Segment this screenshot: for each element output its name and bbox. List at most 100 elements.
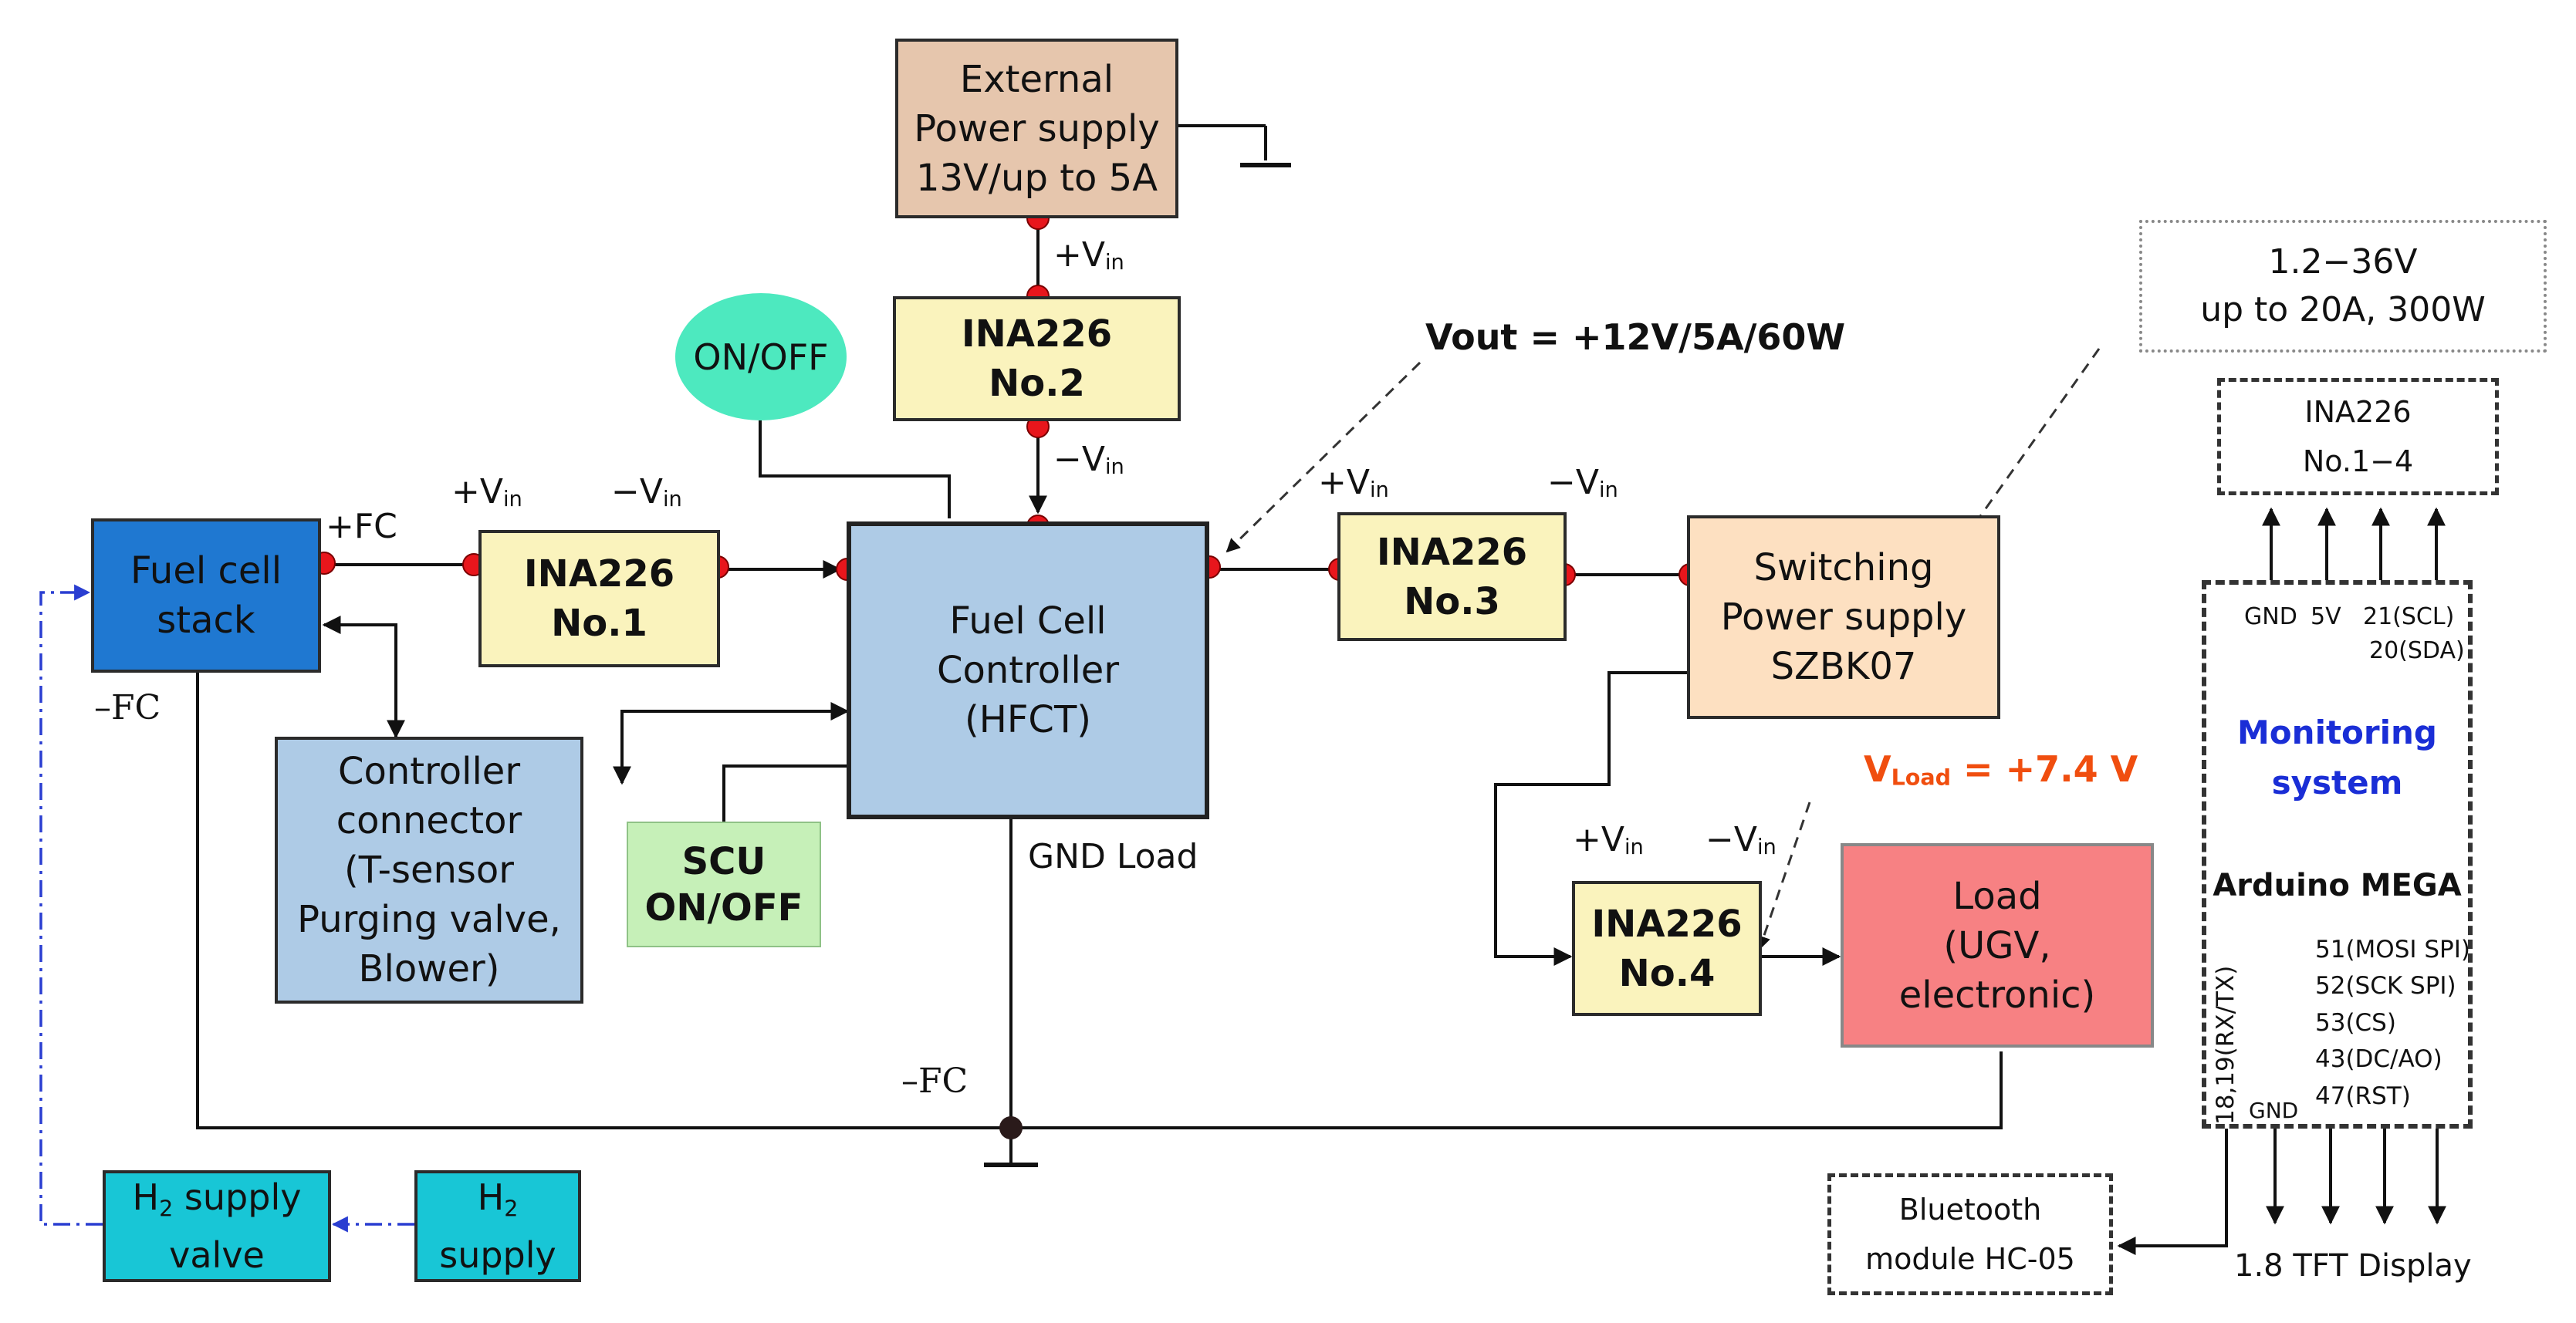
pin-rst: 47(RST) [2315,1082,2411,1110]
ina4-line-1: INA226 [1591,902,1743,946]
on-off-wire [759,420,951,518]
h2-valve-line-2: valve [169,1234,265,1277]
ina2-vin-minus-v: −V [1053,440,1105,479]
ina-group-line-1: INA226 [2304,395,2412,429]
ina1-vin-plus-label: +Vin [451,472,522,511]
scu-line-1: SCU [681,839,766,883]
ina3-vin-minus-sub: in [1598,478,1618,503]
h2-supply-line-1: H2 [478,1174,519,1233]
bluetooth-line-2: module HC-05 [1865,1242,2075,1276]
load-line-3: electronic) [1898,973,2096,1017]
load-block: Load (UGV, electronic) [1841,843,2154,1048]
controller-line-1: Fuel Cell [949,599,1107,643]
fuel-cell-stack-line-2: stack [157,599,255,642]
range-note-box: 1.2−36V up to 20A, 300W [2139,220,2547,353]
fc-connector-wire [322,616,405,739]
ina3-vin-plus-label: +Vin [1318,463,1389,502]
fc-minus-bottom-label: –FC [901,1061,969,1101]
ext-vin-plus-label: +Vin [1053,235,1124,275]
external-power-line-1: External [959,57,1114,101]
ext-vin-plus-sub: in [1104,251,1124,275]
h2-valve-to-stack-line [39,584,103,1226]
pin-dc: 43(DC/AO) [2315,1045,2442,1073]
fuel-cell-stack-line-1: Fuel cell [130,549,282,592]
external-power-line-2: Power supply [914,106,1160,150]
fc-plus-label: +FC [326,507,397,546]
controller-connector-block: Controller connector (T-sensor Purging v… [275,737,583,1004]
vload-callout [1756,802,1811,950]
scu-line-2: ON/OFF [644,886,803,930]
vload-sub: Load [1891,764,1952,791]
controller-line-2: Controller [936,649,1120,692]
load-line-2: (UGV, [1943,923,2051,967]
fuel-cell-controller-block: Fuel Cell Controller (HFCT) [847,521,1209,819]
controller-line-3: (HFCT) [965,698,1091,741]
monitoring-title-line-1: Monitoring [2237,714,2437,751]
h2-supply-valve-block: H2 supply valve [103,1170,331,1282]
ina1-line-2: No.1 [551,602,647,645]
vload-label: VLoad = +7.4 V [1864,748,2138,790]
ina4-line-2: No.4 [1618,951,1716,995]
gnd-load-label: GND Load [1028,837,1198,876]
controller-to-connector-wire [613,702,850,785]
load-line-1: Load [1952,874,2042,918]
ina2-vin-minus-sub: in [1104,455,1124,480]
pin-cs: 53(CS) [2315,1009,2396,1037]
ina4-vin-minus-v: −V [1706,820,1757,859]
connector-line-1: Controller [337,750,521,793]
on-off-button[interactable]: ON/OFF [675,293,847,420]
ina2-line-1: INA226 [961,312,1113,356]
h2-valve-h: H [132,1176,160,1218]
switching-line-2: Power supply [1720,596,1967,639]
ina4-vin-plus-sub: in [1624,835,1644,860]
switching-to-ina4-wire [1494,671,1689,966]
vout-callout [1225,361,1422,553]
fc-minus-wire [196,671,2003,1129]
ina1-vin-minus-sub: in [662,488,682,512]
ina4-vin-minus-label: −Vin [1706,820,1776,859]
bluetooth-module-box: Bluetooth module HC-05 [1827,1173,2113,1295]
monitoring-system-box [2202,580,2473,1129]
pin-mosi: 51(MOSI SPI) [2315,936,2470,964]
bluetooth-arrow [2117,1129,2228,1255]
pin-sck: 52(SCK SPI) [2315,972,2456,1000]
ina2-vin-minus-label: −Vin [1053,440,1124,479]
connector-line-2: connector [336,799,522,842]
ina2-line-2: No.2 [989,362,1085,405]
ina3-vin-minus-v: −V [1547,463,1599,502]
h2-valve-subscript: 2 [159,1196,174,1222]
ina1-vin-minus-v: −V [611,472,663,511]
ina226-no2-block: INA226 No.2 [893,296,1181,421]
connector-line-3: (T-sensor [343,849,515,892]
ina226-no4-block: INA226 No.4 [1572,881,1762,1016]
switching-line-3: SZBK07 [1770,645,1917,688]
vout-label: Vout = +12V/5A/60W [1425,316,1846,358]
pin-rx-tx: 18,19(RX/TX) [2212,965,2240,1125]
vload-value: = +7.4 V [1951,748,2138,790]
h2-valve-line-1: H2 supply [133,1174,302,1233]
fuel-cell-stack-block: Fuel cell stack [91,518,321,673]
ina1-vin-minus-label: −Vin [611,472,682,511]
switching-power-supply-block: Switching Power supply SZBK07 [1687,515,2000,719]
switching-line-1: Switching [1753,546,1934,589]
ina1-vin-plus-v: +V [451,472,503,511]
h2-supply-line-2: supply [439,1234,556,1277]
ina4-vin-plus-label: +Vin [1573,820,1644,859]
node-ground-junction [999,1116,1023,1139]
scu-on-off-block: SCU ON/OFF [627,822,821,947]
external-power-supply-block: External Power supply 13V/up to 5A [895,39,1178,218]
pin-5v: 5V [2311,603,2341,630]
ina226-no1-block: INA226 No.1 [478,530,720,667]
arduino-mega-label: Arduino MEGA [2213,868,2462,903]
ina4-vin-minus-sub: in [1756,835,1776,860]
bluetooth-line-1: Bluetooth [1898,1193,2042,1227]
pin-gnd-top: GND [2244,603,2297,630]
h2-supply-subscript: 2 [504,1196,519,1222]
ina3-line-1: INA226 [1376,530,1528,574]
pin-scl: 21(SCL) [2363,603,2455,630]
ina226-no3-block: INA226 No.3 [1337,512,1567,641]
pin-sda: 20(SDA) [2369,637,2465,664]
ina4-vin-plus-v: +V [1573,820,1624,859]
